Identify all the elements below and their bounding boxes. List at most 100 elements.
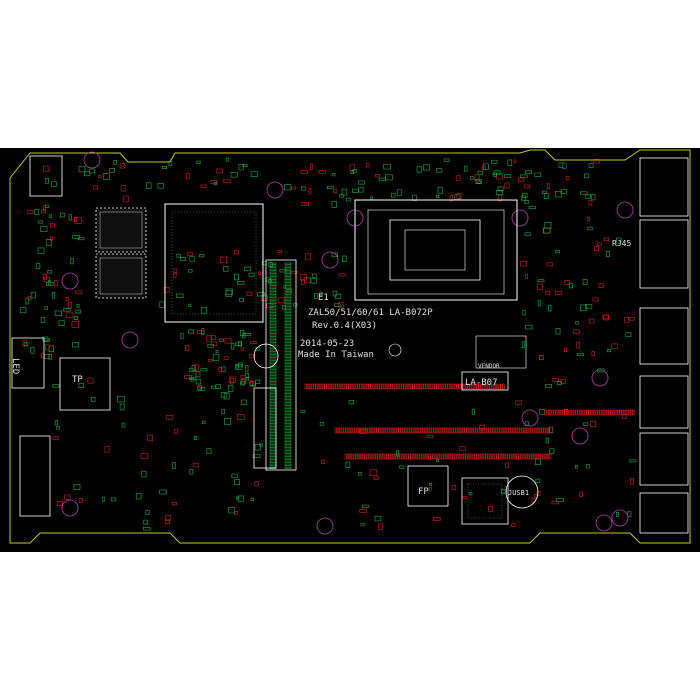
green-pad [240, 399, 247, 405]
vconn-pin [284, 292, 292, 295]
board-date-text: 2014-05-23 [300, 339, 354, 349]
green-pad [201, 307, 207, 314]
mounting-hole [521, 409, 539, 427]
vconn-pin [269, 280, 277, 283]
vconn-pin [284, 424, 292, 427]
vconn-pin [269, 322, 277, 325]
dimm-pin [545, 427, 548, 434]
red-pad [289, 271, 298, 275]
power-jack-outline [29, 155, 63, 197]
vconn-pin [269, 295, 277, 298]
dimm-pin [484, 427, 487, 434]
green-pad [143, 519, 149, 525]
green-pad [157, 183, 164, 189]
red-pad [504, 182, 510, 189]
dimm-pin [557, 409, 560, 416]
red-pad [123, 195, 129, 203]
dimm-pin [361, 427, 364, 434]
dimm-pin [504, 427, 507, 434]
red-pad [258, 271, 262, 275]
green-pad [195, 371, 201, 378]
red-pad [224, 356, 229, 360]
dimm-pin [435, 427, 438, 434]
green-pad [250, 497, 254, 502]
vendor-label: VENDOR [478, 363, 500, 370]
right-ports [639, 157, 689, 534]
red-pad [173, 429, 178, 434]
green-pad [331, 201, 337, 208]
dimm-pin [390, 383, 393, 390]
dimm-pin [346, 383, 349, 390]
green-pad [220, 392, 228, 398]
green-pad [627, 511, 632, 517]
green-pad [444, 158, 450, 162]
green-pad [91, 397, 96, 402]
dimm-pin [317, 383, 320, 390]
vconn-pin [269, 412, 277, 415]
green-pad [300, 186, 306, 191]
green-pad [225, 157, 230, 162]
green-pad [576, 353, 584, 357]
red-pad [309, 163, 313, 170]
red-pad [375, 174, 380, 178]
dimm-pin [447, 383, 450, 390]
green-pad [70, 258, 74, 265]
dimm-pin [568, 409, 571, 416]
dimm-pin [383, 427, 386, 434]
left-ports [11, 337, 111, 517]
green-pad [471, 408, 475, 415]
dimm-pin [372, 383, 375, 390]
red-pad [119, 163, 126, 169]
green-pad [539, 409, 545, 415]
green-pad [525, 170, 533, 174]
dimm-pin [498, 453, 501, 460]
green-pad [201, 328, 205, 335]
ram-chip-2 [95, 253, 147, 299]
green-pad [615, 512, 619, 517]
green-pad [110, 497, 117, 502]
dimm-pin [525, 453, 528, 460]
dimm-pin [434, 383, 437, 390]
vconn-pin [269, 415, 277, 418]
red-pad [27, 210, 34, 215]
red-pad [594, 246, 599, 251]
red-pad [277, 297, 285, 304]
dimm-pin [520, 453, 523, 460]
dimm-pin [353, 383, 356, 390]
dimm-pin [467, 383, 470, 390]
red-pad [220, 256, 228, 264]
vconn-pin [269, 457, 277, 460]
dimm-pin [365, 427, 368, 434]
red-pad [589, 318, 595, 324]
dimm-pin [371, 453, 374, 460]
green-pad [244, 373, 249, 378]
vconn-pin [269, 307, 277, 310]
green-pad [239, 330, 245, 337]
vconn-pin [284, 313, 292, 316]
red-pad [378, 523, 384, 530]
green-pad [357, 180, 365, 185]
dimm-pin [491, 383, 494, 390]
dimm-pin [410, 453, 413, 460]
green-pad [84, 171, 91, 177]
red-pad [64, 494, 71, 500]
dimm-pin [355, 383, 358, 390]
green-pad [383, 164, 391, 170]
dimm-pin [490, 427, 493, 434]
green-pad [575, 321, 579, 325]
dimm-pin [501, 427, 504, 434]
green-pad [310, 278, 317, 284]
dimm-pin [464, 427, 467, 434]
dimm-pin [630, 409, 633, 416]
vconn-pin [284, 298, 292, 301]
green-pad [235, 364, 240, 369]
red-pad [237, 414, 245, 420]
vconn-pin [284, 409, 292, 412]
dimm-pin [405, 427, 408, 434]
green-pad [327, 185, 334, 190]
dimm-pin [414, 383, 417, 390]
dimm-pin [415, 453, 418, 460]
green-pad [338, 194, 344, 198]
vconn-pin [269, 397, 277, 400]
red-pad [593, 159, 600, 164]
